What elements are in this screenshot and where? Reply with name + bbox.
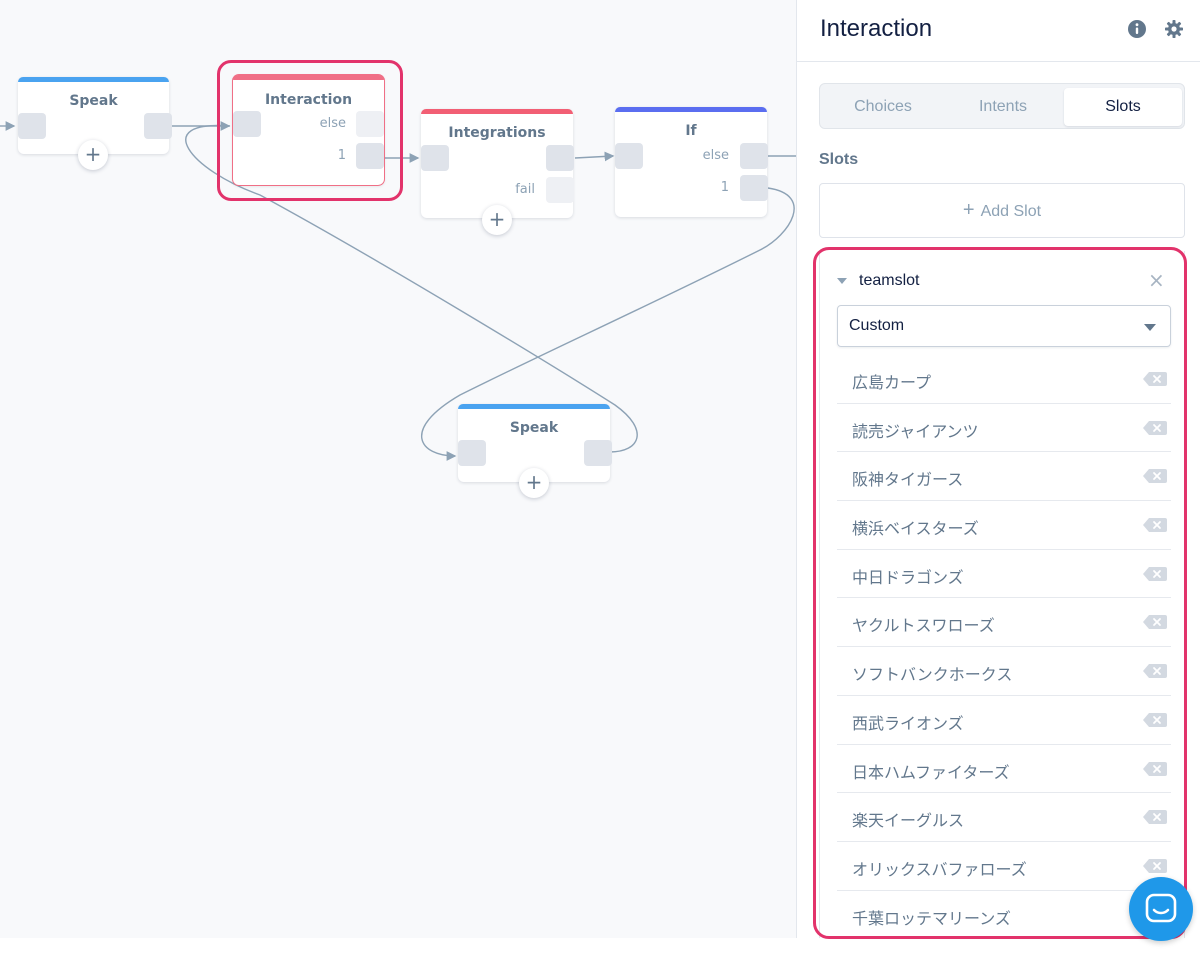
slot-card: teamslot × Custom 広島カープ読売ジャイアンツ阪神タイガース横浜… [819, 251, 1185, 938]
selected-node-highlight [217, 60, 403, 201]
add-slot-button[interactable]: + Add Slot [819, 183, 1185, 238]
input-port[interactable] [18, 113, 46, 139]
chevron-down-icon [1144, 324, 1156, 331]
backspace-delete-icon[interactable] [1143, 469, 1167, 484]
wire-if-speak-bottom [421, 187, 795, 461]
port-label-1: 1 [720, 180, 729, 195]
backspace-delete-icon[interactable] [1143, 858, 1167, 873]
node-color-bar [233, 75, 384, 80]
integrations-node[interactable]: Integrations fail [421, 109, 574, 218]
slot-value-text[interactable]: オリックスバファローズ [852, 859, 1027, 879]
add-step-button[interactable]: + [482, 205, 512, 235]
plus-icon: + [962, 199, 975, 221]
slot-value-text[interactable]: 中日ドラゴンズ [852, 567, 964, 587]
backspace-delete-icon[interactable] [1143, 420, 1167, 435]
tab-choices[interactable]: Choices [854, 98, 912, 115]
backspace-delete-icon[interactable] [1143, 712, 1167, 727]
input-port[interactable] [233, 111, 261, 137]
slot-value-row[interactable]: 西武ライオンズ [837, 696, 1171, 745]
node-title: Speak [509, 420, 559, 436]
slot-type-select[interactable]: Custom [837, 305, 1171, 347]
slot-type-value: Custom [849, 317, 905, 334]
add-step-button[interactable]: + [519, 468, 549, 498]
tab-bar: Choices Intents Slots [819, 83, 1185, 129]
slot-value-row[interactable]: 日本ハムファイターズ [837, 745, 1171, 794]
node-color-bar [458, 404, 610, 409]
input-port[interactable] [615, 143, 643, 169]
wire-speak-bottom-loop [185, 124, 638, 453]
tab-slots[interactable]: Slots [1064, 88, 1182, 126]
panel-header: Interaction [797, 0, 1200, 62]
slot-value-row[interactable]: オリックスバファローズ [837, 842, 1171, 891]
info-icon[interactable] [1127, 19, 1147, 39]
section-label-slots: Slots [819, 151, 859, 168]
wire-integrations-if [574, 151, 615, 162]
output-port-fail[interactable] [546, 177, 574, 203]
flow-canvas[interactable]: Speak + Interaction else 1 Integrations … [0, 0, 796, 938]
slot-value-text[interactable]: 広島カープ [852, 373, 932, 392]
input-port[interactable] [421, 145, 449, 171]
port-label-else: else [702, 148, 729, 163]
add-step-button[interactable]: + [78, 140, 108, 170]
slot-name[interactable]: teamslot [859, 272, 920, 289]
slot-value-text[interactable]: ソフトバンクホークス [852, 665, 1013, 685]
port-label-fail: fail [515, 182, 535, 197]
panel-title: Interaction [820, 15, 933, 42]
close-icon[interactable]: × [1148, 268, 1165, 292]
chat-launcher-button[interactable] [1129, 877, 1193, 941]
collapse-caret-icon[interactable] [837, 278, 847, 284]
port-label-else: else [319, 116, 346, 131]
slot-value-text[interactable]: 日本ハムファイターズ [852, 762, 1010, 782]
chat-icon [1145, 893, 1177, 923]
backspace-delete-icon[interactable] [1143, 566, 1167, 581]
output-port-else[interactable] [356, 111, 384, 137]
node-color-bar [421, 109, 573, 114]
port-label-1: 1 [337, 148, 346, 163]
slot-value-row[interactable]: 広島カープ [837, 355, 1171, 404]
backspace-delete-icon[interactable] [1143, 518, 1167, 533]
slot-value-text[interactable]: 千葉ロッテマリーンズ [852, 908, 1011, 928]
node-color-bar [615, 107, 767, 112]
node-title: Interaction [264, 92, 353, 108]
if-node[interactable]: If else 1 [615, 107, 768, 217]
connection-lines [0, 121, 796, 461]
output-port-1[interactable] [356, 143, 384, 169]
node-title: Integrations [448, 125, 546, 141]
slot-value-list: 広島カープ読売ジャイアンツ阪神タイガース横浜ベイスターズ中日ドラゴンズヤクルトス… [837, 355, 1171, 938]
input-port[interactable] [458, 440, 486, 466]
slot-value-text[interactable]: 阪神タイガース [852, 470, 964, 490]
slot-value-row[interactable]: 読売ジャイアンツ [837, 404, 1171, 453]
gear-icon[interactable] [1164, 19, 1184, 39]
output-port-1[interactable] [740, 175, 768, 201]
slot-value-row[interactable]: 中日ドラゴンズ [837, 550, 1171, 599]
backspace-delete-icon[interactable] [1143, 761, 1167, 776]
backspace-delete-icon[interactable] [1143, 615, 1167, 630]
slot-value-text[interactable]: 楽天イーグルス [852, 811, 965, 831]
tab-intents[interactable]: Intents [978, 98, 1028, 115]
slot-value-row[interactable]: 楽天イーグルス [837, 793, 1171, 842]
node-title: Speak [69, 93, 118, 109]
output-port[interactable] [144, 113, 172, 139]
slot-value-text[interactable]: 西武ライオンズ [852, 713, 964, 733]
slot-value-text[interactable]: 横浜ベイスターズ [852, 519, 979, 539]
add-slot-label: Add Slot [980, 203, 1042, 220]
editor-panel: Interaction Choices Intents Slots [796, 0, 1200, 938]
backspace-delete-icon[interactable] [1143, 810, 1167, 825]
slot-value-text[interactable]: 読売ジャイアンツ [852, 421, 979, 441]
node-title: If [685, 123, 697, 139]
output-port-else[interactable] [740, 143, 768, 169]
slot-value-row[interactable]: ソフトバンクホークス [837, 647, 1171, 696]
backspace-delete-icon[interactable] [1143, 372, 1167, 386]
interaction-node[interactable]: Interaction else 1 [233, 75, 384, 185]
slot-value-row[interactable]: ヤクルトスワローズ [837, 598, 1171, 648]
output-port[interactable] [584, 440, 612, 466]
slot-value-row[interactable]: 横浜ベイスターズ [837, 501, 1171, 550]
slot-value-text[interactable]: ヤクルトスワローズ [852, 616, 995, 636]
slot-card-highlight [813, 247, 1187, 939]
node-color-bar [18, 77, 169, 82]
output-port[interactable] [546, 145, 574, 171]
slot-value-row[interactable]: 阪神タイガース [837, 452, 1171, 502]
backspace-delete-icon[interactable] [1143, 664, 1167, 679]
